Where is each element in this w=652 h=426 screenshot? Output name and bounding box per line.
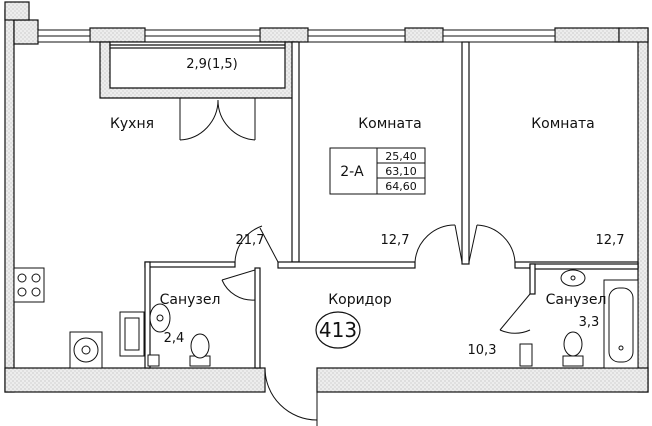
- room-1-area: 12,7: [381, 233, 410, 248]
- bathroom-2-label: Санузел: [546, 292, 607, 308]
- corridor-area: 10,3: [468, 343, 497, 358]
- room-2-area: 12,7: [596, 233, 625, 248]
- bathroom-1-area: 2,4: [164, 331, 185, 346]
- apartment-type: 2-А: [340, 164, 364, 180]
- interior-walls: [144, 41, 639, 369]
- apartment-number-badge: [315, 311, 361, 349]
- bathroom-1-fixtures: [119, 303, 211, 367]
- balcony-area: 2,9(1,5): [186, 57, 238, 72]
- exterior-walls: [4, 1, 649, 393]
- stove-icon: [13, 267, 45, 303]
- door-swings: [221, 224, 531, 426]
- balcony: [99, 41, 296, 99]
- room-2-label: Комната: [531, 116, 595, 132]
- kitchen-area: 21,7: [236, 233, 265, 248]
- area-with-balcony-value: 64,60: [385, 180, 417, 193]
- bathroom-2-area: 3,3: [579, 315, 600, 330]
- corridor-label: Коридор: [328, 292, 392, 308]
- apartment-number: 413: [319, 318, 357, 342]
- balcony-door: [179, 98, 256, 141]
- kitchen-label: Кухня: [110, 116, 154, 132]
- bathroom-1-label: Санузел: [160, 292, 221, 308]
- washer-icon: [69, 331, 103, 369]
- windows: [37, 29, 556, 43]
- bathroom-2-fixtures: [519, 269, 639, 369]
- total-area-value: 63,10: [385, 165, 417, 178]
- area-table: [329, 147, 426, 195]
- room-1-label: Комната: [358, 116, 422, 132]
- living-area-value: 25,40: [385, 150, 417, 163]
